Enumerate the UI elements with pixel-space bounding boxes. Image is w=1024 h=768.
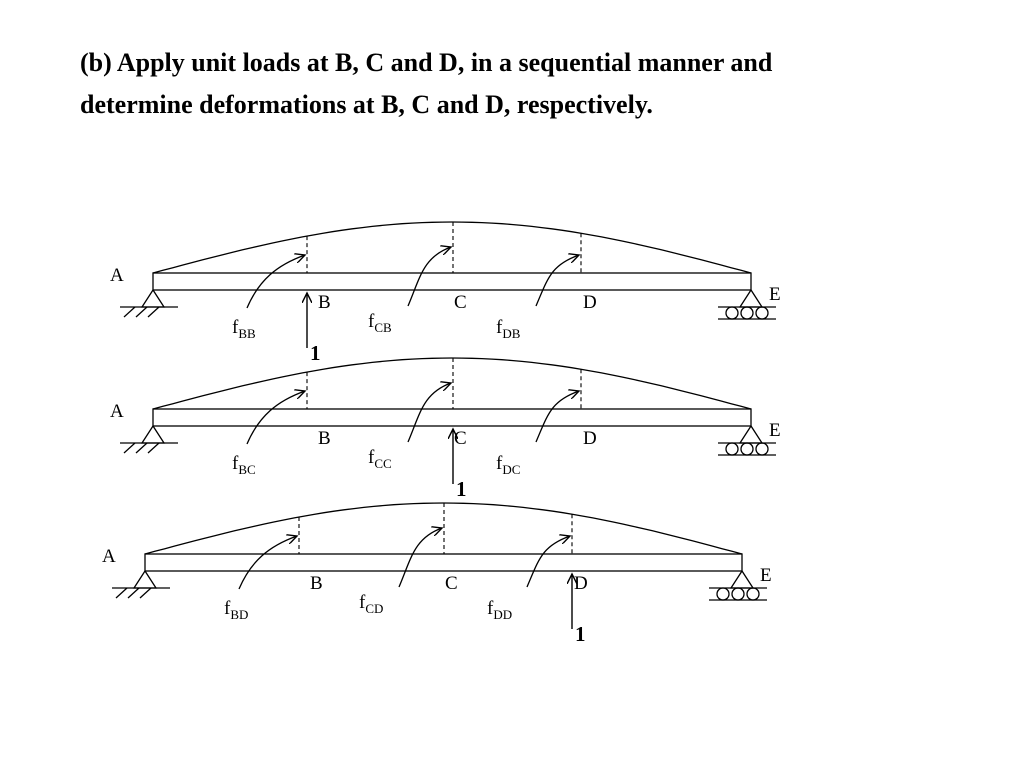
flexibility-arrow-bb — [246, 255, 305, 309]
pin-support-a — [132, 569, 158, 589]
point-label-e: E — [769, 284, 781, 305]
point-label-a: A — [102, 546, 116, 567]
roller-wheel-1 — [716, 587, 730, 601]
flexibility-label-dd: fDD — [487, 598, 512, 622]
unit-load-label: 1 — [456, 477, 467, 501]
roller-support-e — [729, 569, 755, 589]
flex-label-base: f — [359, 592, 366, 613]
flexibility-label-cb: fCB — [368, 311, 392, 335]
flexibility-arrow-cc — [407, 383, 451, 443]
roller-wheel-3 — [755, 306, 769, 320]
ground-hatch-a — [115, 587, 128, 599]
flexibility-arrow-dd — [526, 536, 570, 588]
point-label-d: D — [574, 573, 588, 594]
flexibility-arrow-dc — [535, 391, 579, 443]
ground-hatch-a — [147, 306, 160, 318]
point-label-b: B — [318, 428, 331, 449]
roller-wheel-3 — [755, 442, 769, 456]
flexibility-arrow-bd — [238, 536, 297, 590]
flex-label-base: f — [368, 311, 375, 332]
point-label-b: B — [310, 573, 323, 594]
point-label-d: D — [583, 292, 597, 313]
flex-label-base: f — [224, 598, 231, 619]
flex-label-subscript: DB — [502, 326, 520, 341]
flexibility-arrow-cb — [407, 247, 451, 307]
ground-hatch-a — [147, 442, 160, 454]
point-label-a: A — [110, 265, 124, 286]
flexibility-label-bb: fBB — [232, 317, 256, 341]
beam — [152, 408, 752, 427]
point-label-c: C — [445, 573, 458, 594]
slide-heading: (b) Apply unit loads at B, C and D, in a… — [80, 42, 980, 126]
point-label-d: D — [583, 428, 597, 449]
flexibility-arrow-bc — [246, 391, 305, 445]
flexibility-label-bc: fBC — [232, 453, 256, 477]
pin-support-a — [140, 424, 166, 444]
roller-wheel-2 — [731, 587, 745, 601]
unit-load-label: 1 — [310, 341, 321, 365]
flex-label-subscript: BB — [238, 326, 256, 341]
flexibility-arrow-cd — [398, 528, 442, 588]
flex-label-subscript: CC — [374, 456, 391, 471]
point-label-c: C — [454, 428, 467, 449]
roller-wheel-2 — [740, 306, 754, 320]
flex-label-base: f — [496, 317, 503, 338]
point-label-e: E — [760, 565, 772, 586]
beam — [152, 272, 752, 291]
roller-wheel-3 — [746, 587, 760, 601]
flex-label-subscript: BC — [238, 462, 255, 477]
ground-hatch-a — [135, 306, 148, 318]
point-label-c: C — [454, 292, 467, 313]
flex-label-base: f — [496, 453, 503, 474]
roller-wheel-2 — [740, 442, 754, 456]
heading-line-1: (b) Apply unit loads at B, C and D, in a… — [80, 48, 773, 77]
unit-load-label: 1 — [575, 622, 586, 646]
point-label-a: A — [110, 401, 124, 422]
flex-label-subscript: CB — [374, 320, 392, 335]
deflected-shape-curve — [152, 357, 752, 410]
ground-hatch-a — [123, 306, 136, 318]
ground-hatch-a — [139, 587, 152, 599]
deflected-shape-curve — [144, 502, 743, 555]
flexibility-label-bd: fBD — [224, 598, 248, 622]
point-label-b: B — [318, 292, 331, 313]
ground-hatch-a — [127, 587, 140, 599]
roller-wheel-1 — [725, 442, 739, 456]
flex-label-subscript: DD — [493, 607, 512, 622]
flexibility-label-cc: fCC — [368, 447, 392, 471]
flex-label-subscript: DC — [502, 462, 520, 477]
flex-label-base: f — [232, 317, 239, 338]
flex-label-base: f — [487, 598, 494, 619]
deflected-shape-curve — [152, 221, 752, 274]
roller-support-e — [738, 288, 764, 308]
flexibility-arrow-db — [535, 255, 579, 307]
pin-support-a — [140, 288, 166, 308]
flex-label-base: f — [232, 453, 239, 474]
beam — [144, 553, 743, 572]
flex-label-subscript: CD — [365, 601, 383, 616]
roller-wheel-1 — [725, 306, 739, 320]
flexibility-label-db: fDB — [496, 317, 521, 341]
flexibility-label-cd: fCD — [359, 592, 383, 616]
ground-hatch-a — [135, 442, 148, 454]
flex-label-base: f — [368, 447, 375, 468]
point-label-e: E — [769, 420, 781, 441]
ground-hatch-a — [123, 442, 136, 454]
roller-support-e — [738, 424, 764, 444]
heading-line-2: determine deformations at B, C and D, re… — [80, 90, 653, 119]
flex-label-subscript: BD — [230, 607, 248, 622]
flexibility-label-dc: fDC — [496, 453, 520, 477]
